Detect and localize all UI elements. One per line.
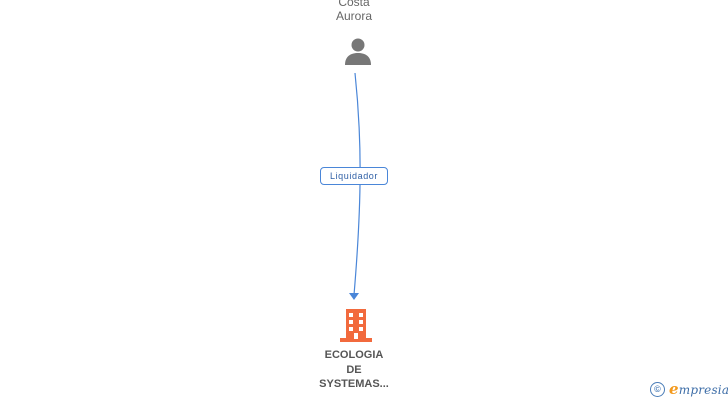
company-name-line-1: ECOLOGIA bbox=[324, 349, 384, 361]
edge-arrowhead bbox=[349, 293, 359, 300]
person-name-line-2: Aurora bbox=[335, 9, 373, 23]
company-name-line-2: DE bbox=[346, 363, 362, 376]
company-name[interactable]: ECOLOGIA DE SYSTEMAS... bbox=[294, 348, 414, 392]
brand-rest: mpresia bbox=[678, 383, 728, 397]
building-icon[interactable] bbox=[340, 307, 372, 343]
company-name-line-3: SYSTEMAS... bbox=[319, 378, 389, 390]
person-icon[interactable] bbox=[343, 36, 373, 66]
brand-initial: e bbox=[669, 380, 679, 398]
empresia-watermark: © empresia bbox=[650, 380, 728, 398]
person-name-line-1: Costa bbox=[338, 0, 370, 9]
copyright-icon: © bbox=[650, 381, 665, 397]
brand-logo: empresia bbox=[669, 380, 728, 398]
person-name[interactable]: Costa Aurora bbox=[304, 0, 404, 23]
relation-label[interactable]: Liquidador bbox=[320, 167, 388, 185]
